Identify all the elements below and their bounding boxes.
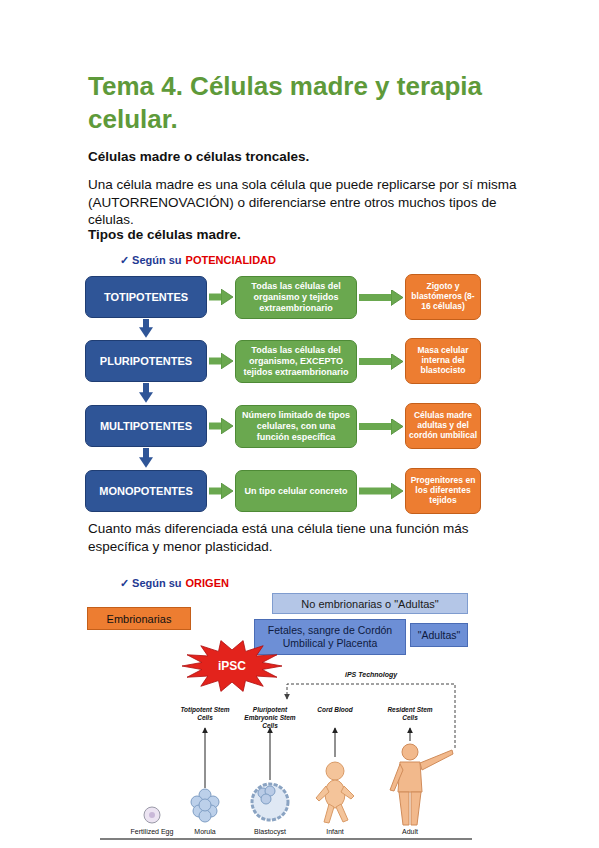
- description-box: Todas las células del organismo y tejido…: [235, 276, 357, 319]
- page-title: Tema 4. Células madre y terapia celular.: [88, 70, 568, 137]
- blastocyst-wall: [252, 784, 288, 820]
- flow-arrow: [143, 383, 149, 394]
- figure-caption: Cord Blood: [310, 706, 360, 714]
- picture-label: Adult: [385, 828, 435, 835]
- description-box: Número limitado de tipos celulares, con …: [235, 405, 357, 448]
- ips-dashed-line: [287, 684, 455, 748]
- potency-box: TOTIPOTENTES: [85, 276, 207, 318]
- picture-label: Blastocyst: [242, 828, 298, 835]
- picture-label: Morula: [180, 828, 230, 835]
- adult-picture: [390, 744, 453, 825]
- blastocyst-picture: [252, 784, 288, 820]
- egg-nucleus: [149, 812, 155, 818]
- flow-arrow: [209, 488, 223, 495]
- up-arrow: [270, 728, 271, 780]
- node-text: Zigoto y blastómeros (8-16 células): [409, 282, 477, 311]
- adult-arm: [420, 750, 453, 770]
- node-text: Masa celular interna del blastocisto: [409, 346, 477, 375]
- flow-arrow: [143, 319, 149, 329]
- paragraph: Una célula madre es una sola célula que …: [88, 176, 528, 229]
- up-arrow: [410, 728, 411, 741]
- figure-caption: Resident Stem Cells: [382, 706, 438, 722]
- paragraph: Cuanto más diferenciada está una célula …: [88, 520, 528, 555]
- flow-arrow: [359, 488, 393, 495]
- node-text: MONOPOTENTES: [99, 485, 193, 497]
- potency-box: PLURIPOTENTES: [85, 340, 207, 382]
- criterion-keyword: ORIGEN: [186, 577, 229, 589]
- section-heading: Tipos de células madre.: [88, 226, 558, 244]
- node-text: "Adultas": [418, 629, 460, 641]
- origin-band: No embrionarias o "Adultas": [272, 593, 468, 614]
- flow-arrow: [359, 294, 393, 301]
- figure-label: iPS Technology: [345, 671, 397, 678]
- node-text: Número limitado de tipos celulares, con …: [241, 410, 351, 442]
- morula-cell: [199, 799, 211, 811]
- figure-rule: [100, 838, 472, 840]
- infant-leg: [336, 804, 348, 822]
- section-heading: Células madre o células troncales.: [88, 148, 558, 166]
- adult-leg: [399, 792, 409, 825]
- node-text: Todas las células del organismo, EXCEPTO…: [241, 345, 351, 377]
- potency-box: MONOPOTENTES: [85, 470, 207, 512]
- morula-cell: [199, 810, 211, 822]
- infant-arm: [316, 786, 329, 801]
- picture-label: Infant: [310, 828, 360, 835]
- infant-picture: [316, 762, 354, 823]
- origin-box: Embrionarias: [87, 607, 191, 630]
- flow-arrow: [143, 448, 149, 459]
- inner-cell-mass: [261, 794, 271, 804]
- adult-leg: [411, 792, 421, 825]
- flow-arrow: [359, 423, 393, 430]
- figure-caption: Totipotent Stem Cells: [177, 706, 233, 722]
- adult-arm: [390, 764, 403, 791]
- example-box: Células madre adultas y del cordón umbil…: [405, 403, 481, 449]
- example-box: Zigoto y blastómeros (8-16 células): [405, 274, 481, 320]
- node-text: Embrionarias: [107, 613, 172, 625]
- flow-arrow: [209, 423, 223, 430]
- up-arrow: [335, 728, 336, 757]
- node-text: iPSC: [218, 659, 246, 673]
- picture-label: Fertilized Egg: [122, 828, 182, 835]
- criterion-label: ✓ Según su: [120, 577, 182, 590]
- egg-shape: [144, 807, 160, 823]
- adult-head: [402, 744, 418, 760]
- description-box: Un tipo celular concreto: [235, 470, 357, 512]
- origin-box: Fetales, sangre de Cordón Umbilical y Pl…: [254, 619, 406, 655]
- infant-head: [326, 762, 344, 780]
- flow-arrow: [209, 294, 223, 301]
- node-text: MULTIPOTENTES: [100, 420, 192, 432]
- flow-arrow: [359, 358, 393, 365]
- star-shape: [182, 641, 282, 692]
- flow-arrow: [209, 358, 223, 365]
- node-text: Células madre adultas y del cordón umbil…: [409, 411, 477, 440]
- example-box: Progenitores en los diferentes tejidos: [405, 468, 481, 514]
- node-text: Progenitores en los diferentes tejidos: [409, 476, 477, 505]
- description-box: Todas las células del organismo, EXCEPTO…: [235, 340, 357, 383]
- origin-box: "Adultas": [410, 623, 468, 647]
- criterion-keyword: POTENCIALIDAD: [186, 254, 276, 266]
- node-text: PLURIPOTENTES: [100, 355, 192, 367]
- infant-arm: [341, 786, 354, 799]
- example-box: Masa celular interna del blastocisto: [405, 338, 481, 384]
- criterion-label: ✓ Según su: [120, 254, 182, 267]
- fertilized-egg-picture: [144, 807, 160, 823]
- infant-leg: [324, 804, 334, 823]
- ipsc-star: iPSC: [182, 640, 282, 692]
- node-text: No embrionarias o "Adultas": [301, 598, 438, 610]
- node-text: TOTIPOTENTES: [104, 291, 188, 303]
- node-text: Fetales, sangre de Cordón Umbilical y Pl…: [260, 624, 400, 649]
- up-arrow: [205, 728, 206, 788]
- potency-box: MULTIPOTENTES: [85, 405, 207, 447]
- infant-body: [325, 780, 345, 808]
- node-text: Todas las células del organismo y tejido…: [241, 281, 351, 313]
- figure-caption: Pluripotent Embryonic Stem Cells: [237, 706, 303, 730]
- node-text: Un tipo celular concreto: [244, 486, 347, 497]
- morula-picture: [191, 789, 219, 822]
